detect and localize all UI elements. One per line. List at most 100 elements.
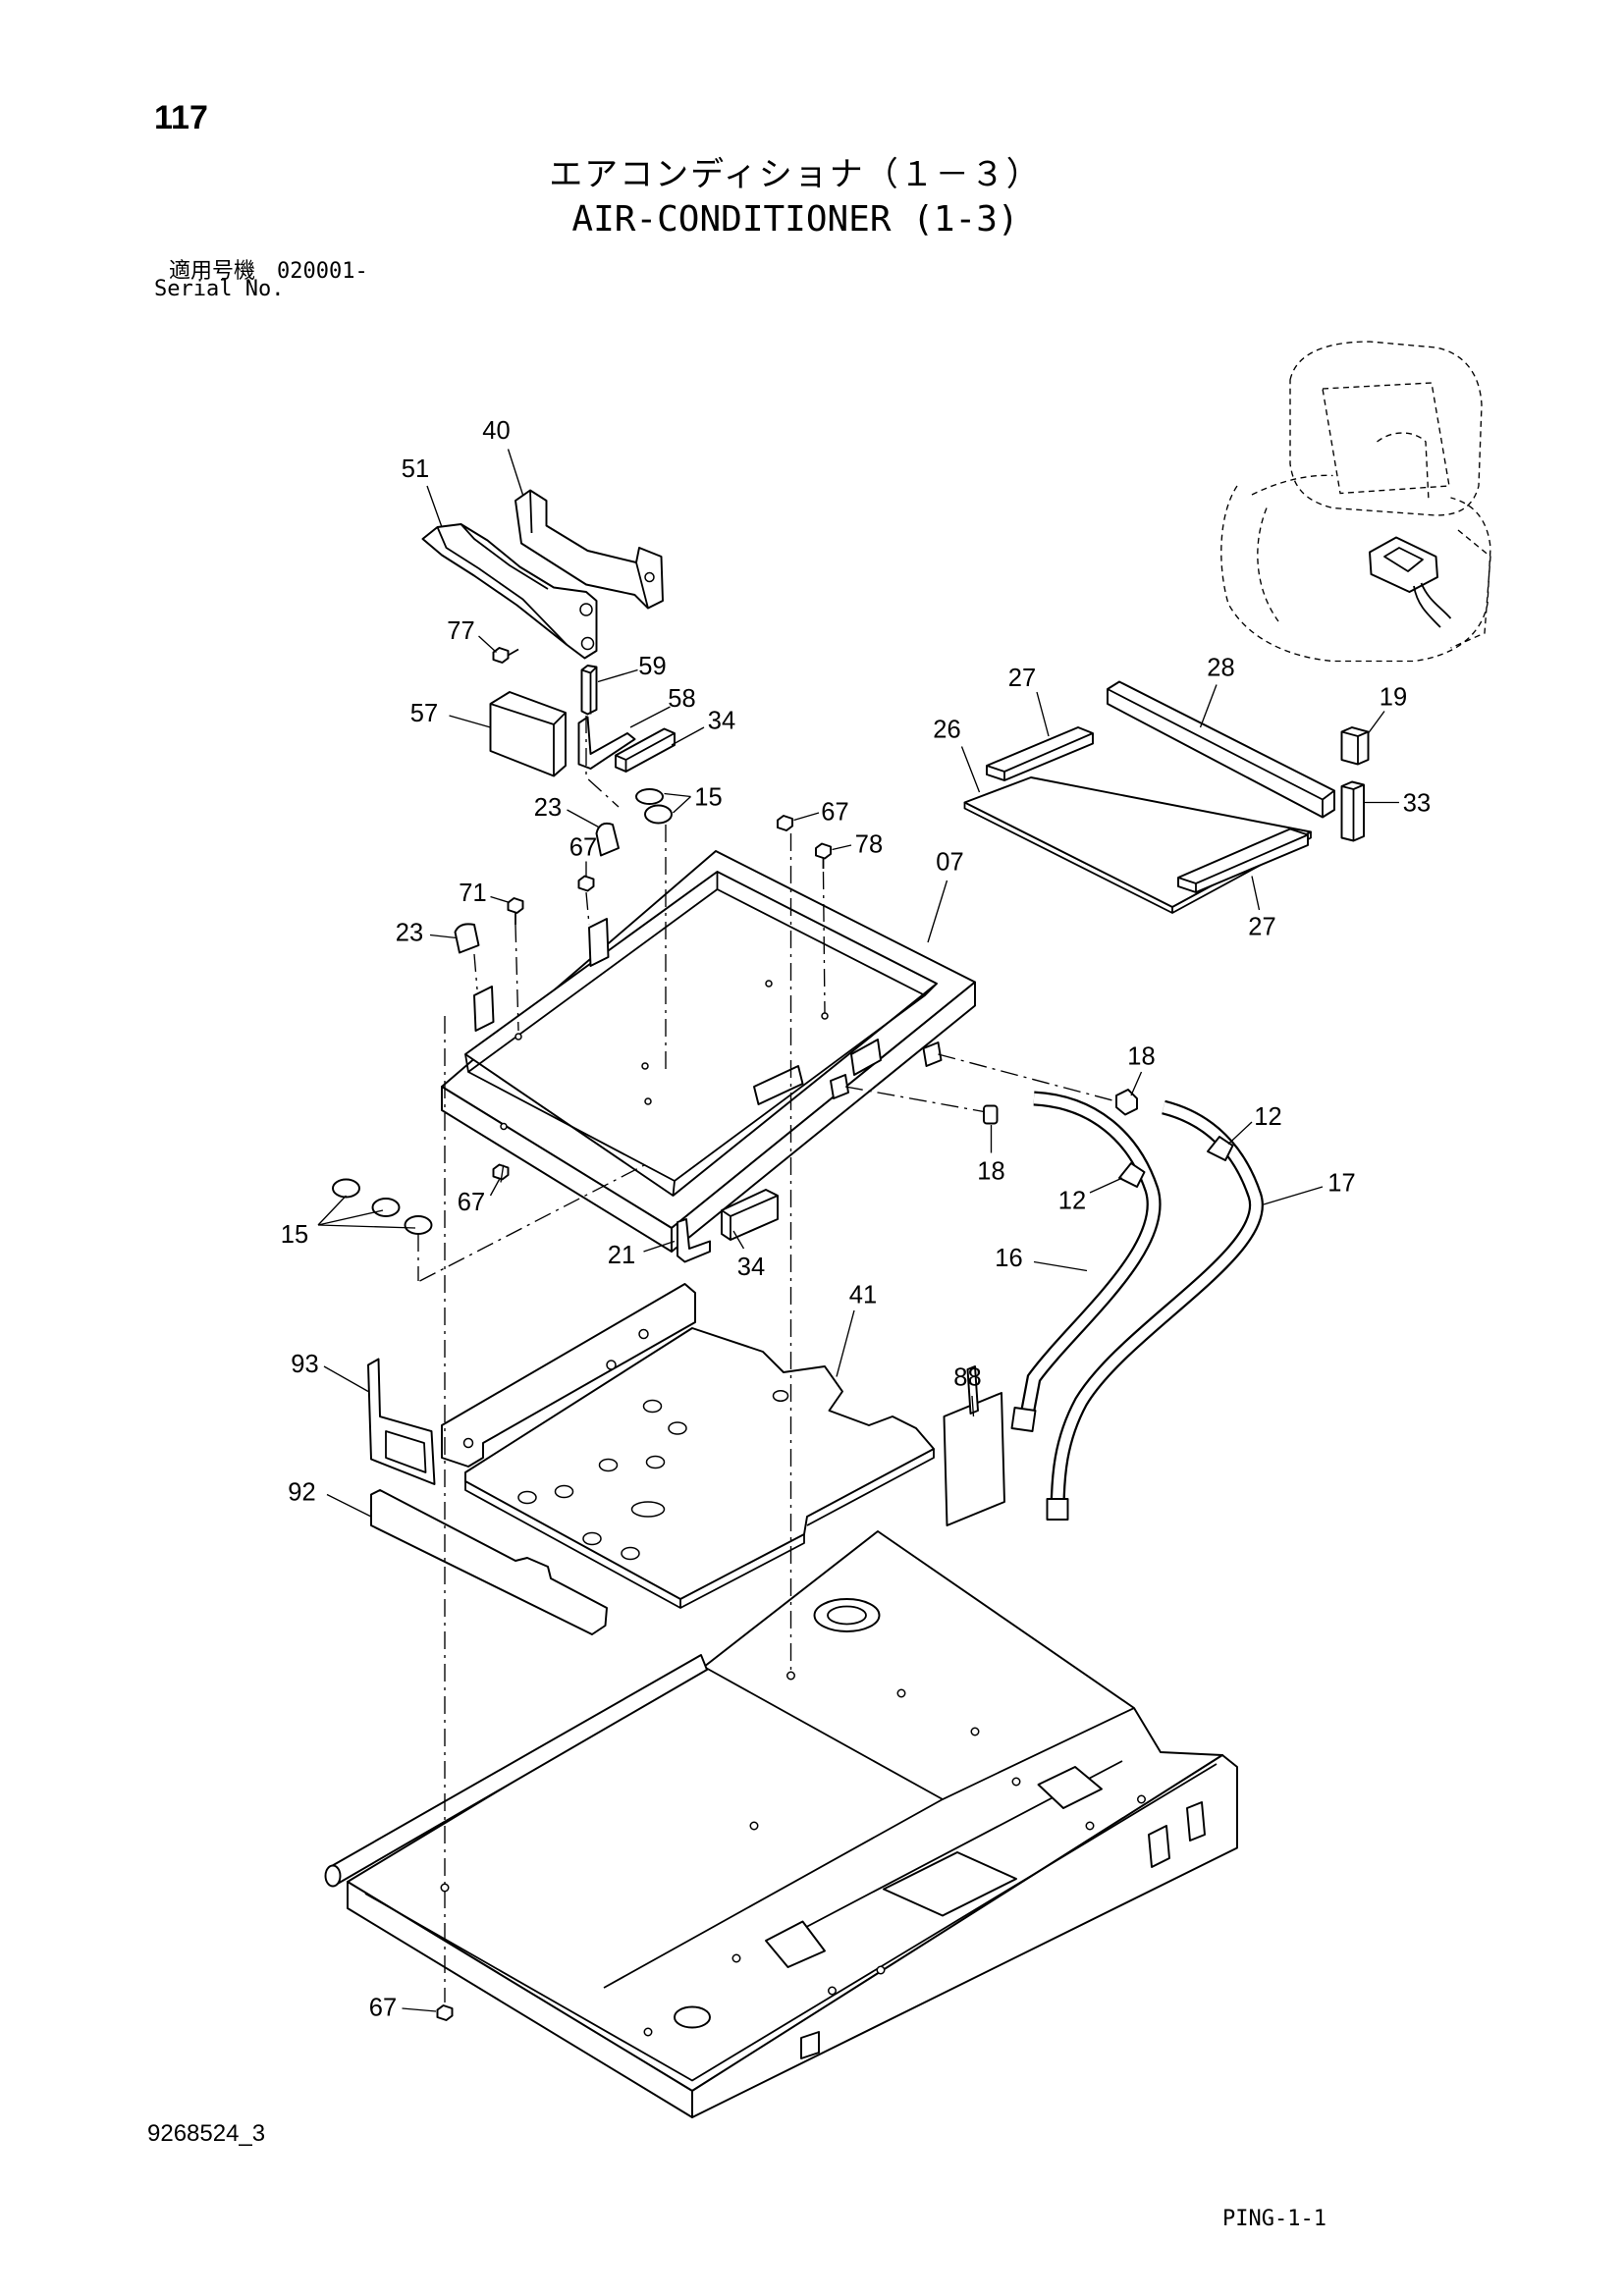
- leader-line: [1199, 684, 1218, 728]
- callout-label: 71: [459, 880, 486, 907]
- leader-line: [1251, 876, 1261, 911]
- callout-label: 27: [1008, 665, 1036, 692]
- callout-label: 51: [402, 455, 429, 483]
- part-88-bracket: [943, 1365, 1005, 1526]
- part-34-pad-lower: [721, 1189, 779, 1241]
- callout-label: 21: [608, 1242, 635, 1269]
- leader-line: [1227, 1121, 1253, 1145]
- part-12-clip: [1118, 1136, 1234, 1188]
- leader-line: [1263, 1186, 1324, 1205]
- leader-line: [643, 1240, 676, 1253]
- callout-label: 19: [1380, 684, 1407, 712]
- leader-line: [664, 792, 691, 814]
- leader-line: [1367, 711, 1385, 734]
- leader-line: [1033, 1260, 1088, 1272]
- serial-label-english: Serial No.: [154, 277, 285, 301]
- callout-label: 23: [534, 794, 562, 822]
- callout-label: 40: [482, 417, 510, 445]
- callout-label: 07: [936, 849, 963, 877]
- part-23-clip: [454, 822, 620, 954]
- leader-line: [597, 668, 638, 683]
- callout-labels: 40 51 77 59 57 58 34 23 15 67 67 78 07 7…: [281, 417, 1431, 2021]
- leader-line: [793, 812, 820, 822]
- leader-line: [927, 880, 948, 943]
- callout-label: 33: [1403, 790, 1431, 818]
- cab-location-inset: [1220, 341, 1491, 663]
- leader-line: [507, 449, 524, 496]
- leader-line: [567, 809, 600, 828]
- part-71-bolt: [507, 897, 524, 926]
- callout-label: 78: [855, 831, 883, 859]
- leader-line: [836, 1309, 855, 1377]
- callout-label: 16: [995, 1245, 1022, 1272]
- callout-label: 18: [1127, 1043, 1155, 1071]
- part-21-bracket: [677, 1218, 711, 1263]
- callout-label: 41: [849, 1282, 877, 1309]
- leader-line: [671, 726, 705, 746]
- callout-label: 34: [737, 1254, 765, 1281]
- leader-line: [323, 1365, 369, 1393]
- part-floor-frame: [324, 1530, 1238, 2118]
- part-59-block: [580, 665, 598, 716]
- callout-label: 12: [1058, 1188, 1086, 1215]
- leader-line: [326, 1493, 372, 1518]
- part-41-plate: [441, 1283, 935, 1609]
- air-conditioner-unit-highlight: [1369, 536, 1452, 628]
- callout-label: 15: [281, 1221, 308, 1249]
- leader-line: [489, 1179, 501, 1197]
- leader-line: [971, 1395, 975, 1417]
- leader-line: [402, 2007, 437, 2012]
- part-16-hose: [1010, 1091, 1162, 1432]
- part-40-bracket: [514, 489, 664, 610]
- leader-line: [490, 895, 511, 904]
- page-code: PING-1-1: [1222, 2207, 1326, 2231]
- leader-line: [960, 746, 981, 793]
- leader-line: [449, 715, 491, 728]
- callout-label: 59: [638, 653, 666, 680]
- part-33-block: [1340, 780, 1365, 842]
- leader-line: [832, 844, 852, 851]
- callout-label: 67: [458, 1189, 485, 1216]
- part-27-strip: [986, 726, 1309, 893]
- callout-label: 93: [291, 1351, 318, 1378]
- callout-label: 58: [668, 685, 695, 713]
- callout-label: 18: [977, 1158, 1004, 1186]
- leader-line: [429, 934, 458, 939]
- page-number: 117: [154, 99, 208, 136]
- callout-label: 67: [569, 834, 597, 862]
- serial-label-japanese: 適用号機: [169, 259, 256, 284]
- leader-line: [426, 485, 443, 528]
- callout-label: 57: [410, 700, 438, 727]
- leader-line: [1130, 1071, 1143, 1096]
- leader-line: [478, 635, 497, 654]
- part-18-fitting: [983, 1089, 1138, 1125]
- leader-line: [732, 1230, 745, 1250]
- callout-label: 26: [933, 717, 960, 744]
- part-57-block: [489, 691, 567, 777]
- assembly-lines: [417, 716, 1117, 2002]
- part-58-bracket: [577, 716, 636, 770]
- callout-label: 15: [694, 784, 722, 812]
- leader-line: [317, 1195, 416, 1229]
- part-92-plate: [370, 1489, 608, 1635]
- callout-label: 77: [447, 617, 474, 645]
- part-67-bolt: [436, 815, 793, 2021]
- callout-label: 17: [1327, 1170, 1355, 1198]
- part-93-bracket: [367, 1358, 436, 1485]
- callout-label: 28: [1207, 655, 1234, 682]
- drawing-code: 9268524_3: [147, 2120, 266, 2147]
- callout-label: 27: [1248, 914, 1275, 941]
- part-07-tray: [441, 850, 976, 1253]
- callout-label: 88: [953, 1364, 981, 1392]
- leader-line: [1089, 1177, 1123, 1194]
- part-78-bolt: [815, 842, 832, 870]
- callout-label: 23: [396, 920, 423, 947]
- part-77-bolt: [492, 647, 519, 664]
- part-28-strip: [1107, 680, 1335, 819]
- part-17-hose: [1046, 1099, 1264, 1521]
- page-title-japanese: エアコンディショナ（１－３）: [549, 155, 1042, 194]
- leader-line: [1036, 691, 1050, 737]
- callout-label: 67: [821, 799, 848, 827]
